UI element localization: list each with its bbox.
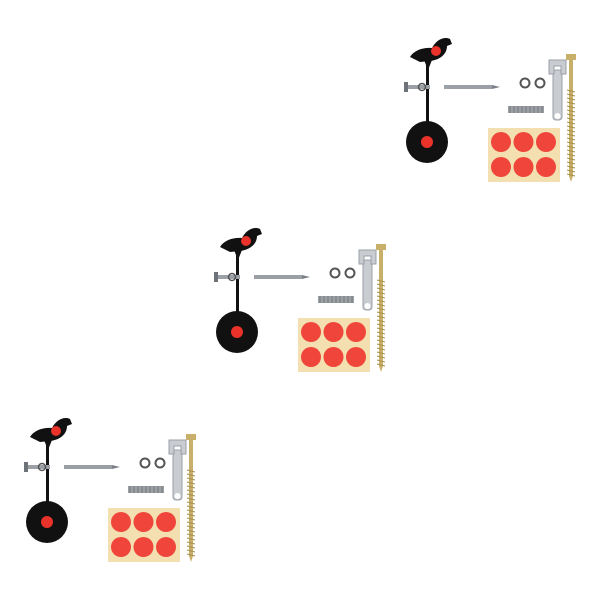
lag-screw <box>376 244 386 372</box>
spinner-target-kit <box>20 410 220 562</box>
spinner-target <box>24 418 120 543</box>
sticker-dot <box>491 157 511 177</box>
washer <box>344 267 356 279</box>
target-plate-dot <box>41 516 53 528</box>
bird-silhouette <box>410 38 452 62</box>
sticker-sheet <box>108 508 180 562</box>
spinner-target-kit <box>400 30 600 182</box>
sticker-dot <box>301 347 321 367</box>
axle-nut <box>227 272 237 282</box>
washer <box>519 77 531 89</box>
bird-red-dot <box>241 236 251 246</box>
sticker-dot <box>156 512 176 532</box>
sticker-dot <box>323 322 344 342</box>
spinner-pole <box>426 60 429 130</box>
kit-illustration <box>214 228 386 372</box>
lag-screw <box>186 434 196 562</box>
washer <box>154 457 166 469</box>
sticker-dot <box>346 347 366 367</box>
sticker-dot <box>111 512 131 532</box>
bird-silhouette <box>30 418 72 442</box>
bolt-head <box>214 272 218 282</box>
sticker-dot <box>346 322 366 342</box>
axle-nut <box>417 82 427 92</box>
sticker-dot <box>323 347 344 367</box>
axle-nut <box>37 462 47 472</box>
wrench <box>548 59 567 121</box>
sticker-dot <box>111 537 131 557</box>
spinner-target <box>214 228 310 353</box>
bird-red-dot <box>51 426 61 436</box>
washer <box>329 267 341 279</box>
sticker-dot <box>301 322 321 342</box>
sticker-dot <box>513 132 534 152</box>
bird-stand <box>44 440 52 450</box>
spinner-target-kit <box>210 220 410 372</box>
bird-red-dot <box>431 46 441 56</box>
mount-screw <box>254 275 302 279</box>
sticker-dot <box>156 537 176 557</box>
spinner-pole <box>236 250 239 320</box>
sticker-sheet <box>488 128 560 182</box>
sticker-sheet <box>298 318 370 372</box>
bolt-head <box>404 82 408 92</box>
mount-screw-tip <box>492 85 500 89</box>
mount-screw-tip <box>112 465 120 469</box>
sticker-dot <box>133 537 154 557</box>
washer <box>139 457 151 469</box>
sticker-dot <box>133 512 154 532</box>
target-plate-dot <box>421 136 433 148</box>
mount-screw-tip <box>302 275 310 279</box>
sticker-dot <box>536 157 556 177</box>
mount-screw <box>64 465 112 469</box>
bird-silhouette <box>220 228 262 252</box>
target-plate-dot <box>231 326 243 338</box>
sticker-dot <box>536 132 556 152</box>
wrench <box>358 249 377 311</box>
sticker-dot <box>491 132 511 152</box>
kit-illustration <box>404 38 576 182</box>
bird-stand <box>234 250 242 260</box>
bolt-head <box>24 462 28 472</box>
kit-illustration <box>24 418 196 562</box>
sticker-dot <box>513 157 534 177</box>
spinner-pole <box>46 440 49 510</box>
bird-stand <box>424 60 432 70</box>
washer <box>534 77 546 89</box>
spinner-target <box>404 38 500 163</box>
mount-screw <box>444 85 492 89</box>
wrench <box>168 439 187 501</box>
lag-screw <box>566 54 576 182</box>
